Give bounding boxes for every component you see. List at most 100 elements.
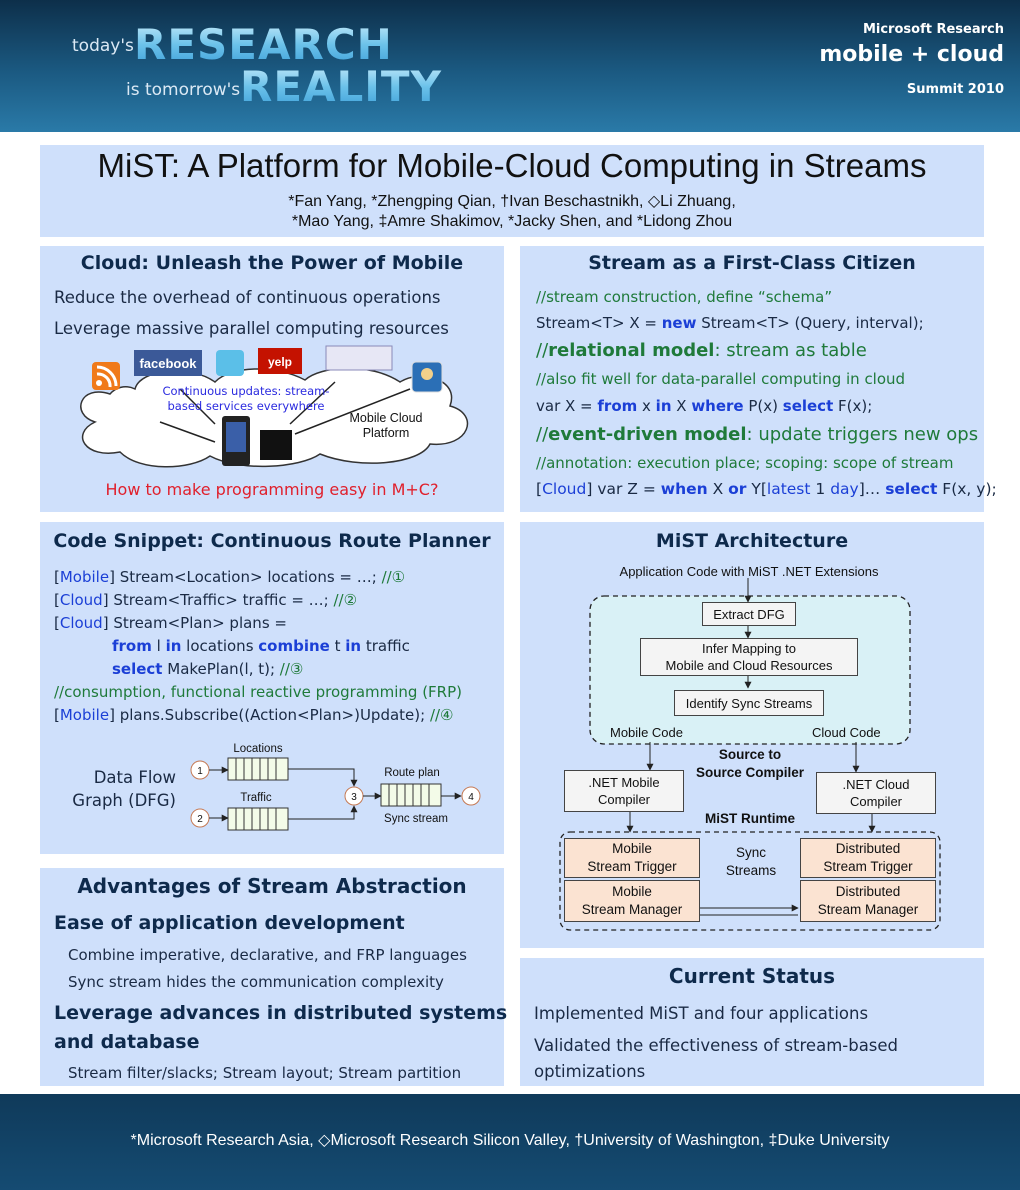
stream-comment-1: //stream construction, define “schema” <box>536 288 833 306</box>
brand-org: Microsoft Research <box>862 22 1004 37</box>
yelp-label: yelp <box>268 355 292 369</box>
footer-affiliations: *Microsoft Research Asia, ◇Microsoft Res… <box>130 1132 890 1149</box>
advantages-title: Advantages of Stream Abstraction <box>77 874 467 898</box>
cloud-line-2: Leverage massive parallel computing reso… <box>54 319 449 338</box>
advantages-item-3: Stream filter/slacks; Stream layout; Str… <box>68 1064 462 1082</box>
cloud-diagram: facebook yelp Continuous updates: stream… <box>80 345 469 468</box>
cloud-shape <box>80 367 469 468</box>
arch-runtime-label: MiST Runtime <box>705 811 795 826</box>
stream-code-1: Stream<T> X = new Stream<T> (Query, inte… <box>536 314 924 332</box>
stream-panel-title: Stream as a First-Class Citizen <box>588 252 916 274</box>
poster-title: MiST: A Platform for Mobile-Cloud Comput… <box>97 147 927 184</box>
status-line-2: Validated the effectiveness of stream-ba… <box>534 1036 899 1055</box>
svg-text:2: 2 <box>197 814 203 825</box>
dfg-route-plan-buffer <box>380 783 442 807</box>
logo-research: RESEARCH <box>134 20 393 69</box>
dfg-node-1: 1 <box>190 760 210 780</box>
advantages-heading-2a: Leverage advances in distributed systems <box>54 1002 508 1024</box>
advantages-item-2: Sync stream hides the communication comp… <box>68 973 444 991</box>
code-line-3: [Cloud] Stream<Plan> plans = <box>54 614 287 632</box>
cloud-caption-2: based services everywhere <box>167 399 324 413</box>
authors-line-1: *Fan Yang, *Zhengping Qian, †Ivan Bescha… <box>288 193 736 210</box>
arch-app-code: Application Code with MiST .NET Extensio… <box>619 564 879 579</box>
streams-logo-icon <box>260 430 292 460</box>
arch-panel: MiST Architecture Application Code with … <box>520 522 984 948</box>
status-line-3: optimizations <box>534 1062 646 1081</box>
footer-banner: *Microsoft Research Asia, ◇Microsoft Res… <box>0 1094 1020 1190</box>
platform-label-2: Platform <box>363 426 410 440</box>
advantages-panel: Advantages of Stream Abstraction Ease of… <box>40 868 508 1086</box>
dfg-node-2: 2 <box>190 808 210 828</box>
logo-reality: REALITY <box>240 62 442 111</box>
code-line-7: [Mobile] plans.Subscribe((Action<Plan>)U… <box>54 706 454 724</box>
platform-label-1: Mobile Cloud <box>350 411 423 425</box>
brand-summit: Summit 2010 <box>906 82 1004 97</box>
dfg-label-1: Data Flow <box>93 768 176 787</box>
code-line-6: //consumption, functional reactive progr… <box>54 683 462 701</box>
cloud-panel-title: Cloud: Unleash the Power of Mobile <box>80 252 464 274</box>
svg-text:4: 4 <box>468 792 474 803</box>
logo-todays: today's <box>72 36 134 56</box>
stream-comment-3: //also fit well for data-parallel comput… <box>536 370 906 388</box>
dfg-label-2: Graph (DFG) <box>72 791 176 810</box>
status-title: Current Status <box>668 964 836 988</box>
dfg-diagram: Locations Traffic Route plan Sync stream… <box>190 743 481 831</box>
twitter-icon <box>216 350 244 376</box>
arch-runtime-group <box>559 831 941 931</box>
arch-identify-sync: Identify Sync Streams <box>674 690 824 716</box>
authors-line-2: *Mao Yang, ‡Amre Shakimov, *Jacky Shen, … <box>291 213 733 230</box>
code-panel: Code Snippet: Continuous Route Planner [… <box>40 522 504 854</box>
dfg-locations-buffer <box>227 757 289 781</box>
arch-s2s-1: Source to <box>718 747 782 762</box>
arch-mobile-code: Mobile Code <box>610 725 683 740</box>
cloud-line-1: Reduce the overhead of continuous operat… <box>54 288 441 307</box>
code-line-5: select MakePlan(l, t); //③ <box>112 660 304 678</box>
code-line-2: [Cloud] Stream<Traffic> traffic = …; //② <box>54 591 358 609</box>
yelp-icon <box>258 348 302 374</box>
stream-code-3: [Cloud] var Z = when X or Y[latest 1 day… <box>536 480 997 498</box>
title-panel: MiST: A Platform for Mobile-Cloud Comput… <box>40 145 984 237</box>
arch-cloud-code: Cloud Code <box>812 725 881 740</box>
dfg-traffic-buffer <box>227 807 289 831</box>
dfg-node-3: 3 <box>344 786 364 806</box>
arch-s2s-2: Source Compiler <box>695 765 805 780</box>
stream-comment-2: //relational model: stream as table <box>536 340 867 361</box>
code-panel-title: Code Snippet: Continuous Route Planner <box>53 530 491 552</box>
advantages-item-1: Combine imperative, declarative, and FRP… <box>68 946 467 964</box>
cloud-caption-1: Continuous updates: stream- <box>162 384 329 398</box>
dfg-route-plan-label: Route plan <box>384 767 440 779</box>
stream-comment-4: //event-driven model: update triggers ne… <box>536 424 979 445</box>
logo-is-tomorrows: is tomorrow's <box>126 80 241 100</box>
dfg-sync-stream-label: Sync stream <box>384 813 448 825</box>
stream-panel: Stream as a First-Class Citizen //stream… <box>520 246 997 512</box>
facebook-label: facebook <box>139 356 197 371</box>
dfg-locations-label: Locations <box>233 743 282 755</box>
arch-extract-dfg: Extract DFG <box>702 602 796 626</box>
status-line-1: Implemented MiST and four applications <box>534 1004 869 1023</box>
cloud-question: How to make programming easy in M+C? <box>105 480 439 499</box>
dfg-node-4: 4 <box>461 786 481 806</box>
svg-text:1: 1 <box>197 766 203 777</box>
advantages-heading-2b: and database <box>54 1031 200 1053</box>
dfg-traffic-label: Traffic <box>240 792 272 804</box>
stream-comment-5: //annotation: execution place; scoping: … <box>536 454 954 472</box>
advantages-heading-1: Ease of application development <box>54 912 405 934</box>
foursquare-icon <box>325 345 393 371</box>
stream-code-2: var X = from x in X where P(x) select F(… <box>536 397 873 415</box>
code-line-4: from l in locations combine t in traffic <box>112 637 410 655</box>
status-panel: Current Status Implemented MiST and four… <box>520 958 984 1086</box>
svg-text:3: 3 <box>351 792 357 803</box>
facebook-icon <box>134 350 202 376</box>
header-banner: today's RESEARCH is tomorrow's REALITY M… <box>0 0 1020 132</box>
brand-event: mobile + cloud <box>819 42 1004 67</box>
cloud-panel: Cloud: Unleash the Power of Mobile Reduc… <box>40 246 504 512</box>
arch-panel-title: MiST Architecture <box>655 530 849 552</box>
code-line-1: [Mobile] Stream<Location> locations = …;… <box>54 568 406 586</box>
